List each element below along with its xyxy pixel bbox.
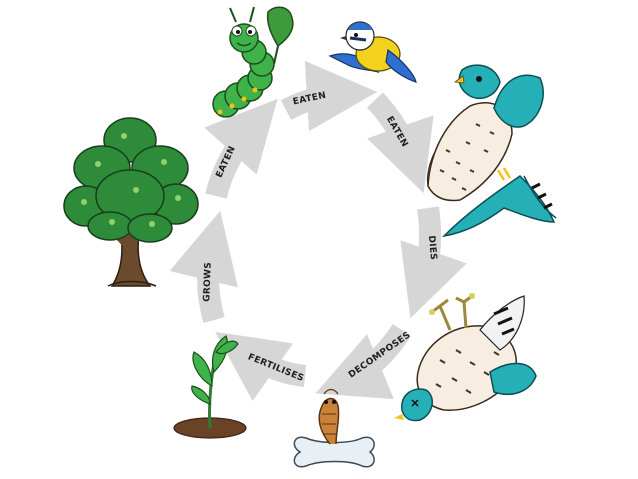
- falcon-icon: [426, 64, 557, 238]
- arrow-dead-to-worm: DECOMPOSES: [315, 323, 413, 400]
- worm-on-bone-icon: [293, 388, 375, 468]
- arrow-label-decomposes: DECOMPOSES: [347, 330, 413, 380]
- caterpillar-icon: [212, 6, 294, 118]
- arrow-worm-to-seedling: FERTILISES: [215, 331, 307, 402]
- dead-bird-icon: [394, 293, 537, 422]
- seedling-icon: [173, 335, 247, 439]
- arrow-bird-to-kestrel: EATEN: [366, 92, 434, 194]
- arrow-caterpillar-to-bird: EATEN: [280, 60, 378, 132]
- small-bird-icon: [328, 21, 417, 83]
- arrow-tree-to-caterpillar: EATEN: [204, 98, 278, 199]
- arrow-label-dies: DIES: [426, 235, 438, 260]
- arrow-seedling-to-tree: GROWS: [169, 210, 239, 323]
- tree-icon: [63, 117, 199, 287]
- arrow-kestrel-to-dead: DIES: [400, 206, 467, 319]
- arrow-label-grows: GROWS: [202, 262, 213, 302]
